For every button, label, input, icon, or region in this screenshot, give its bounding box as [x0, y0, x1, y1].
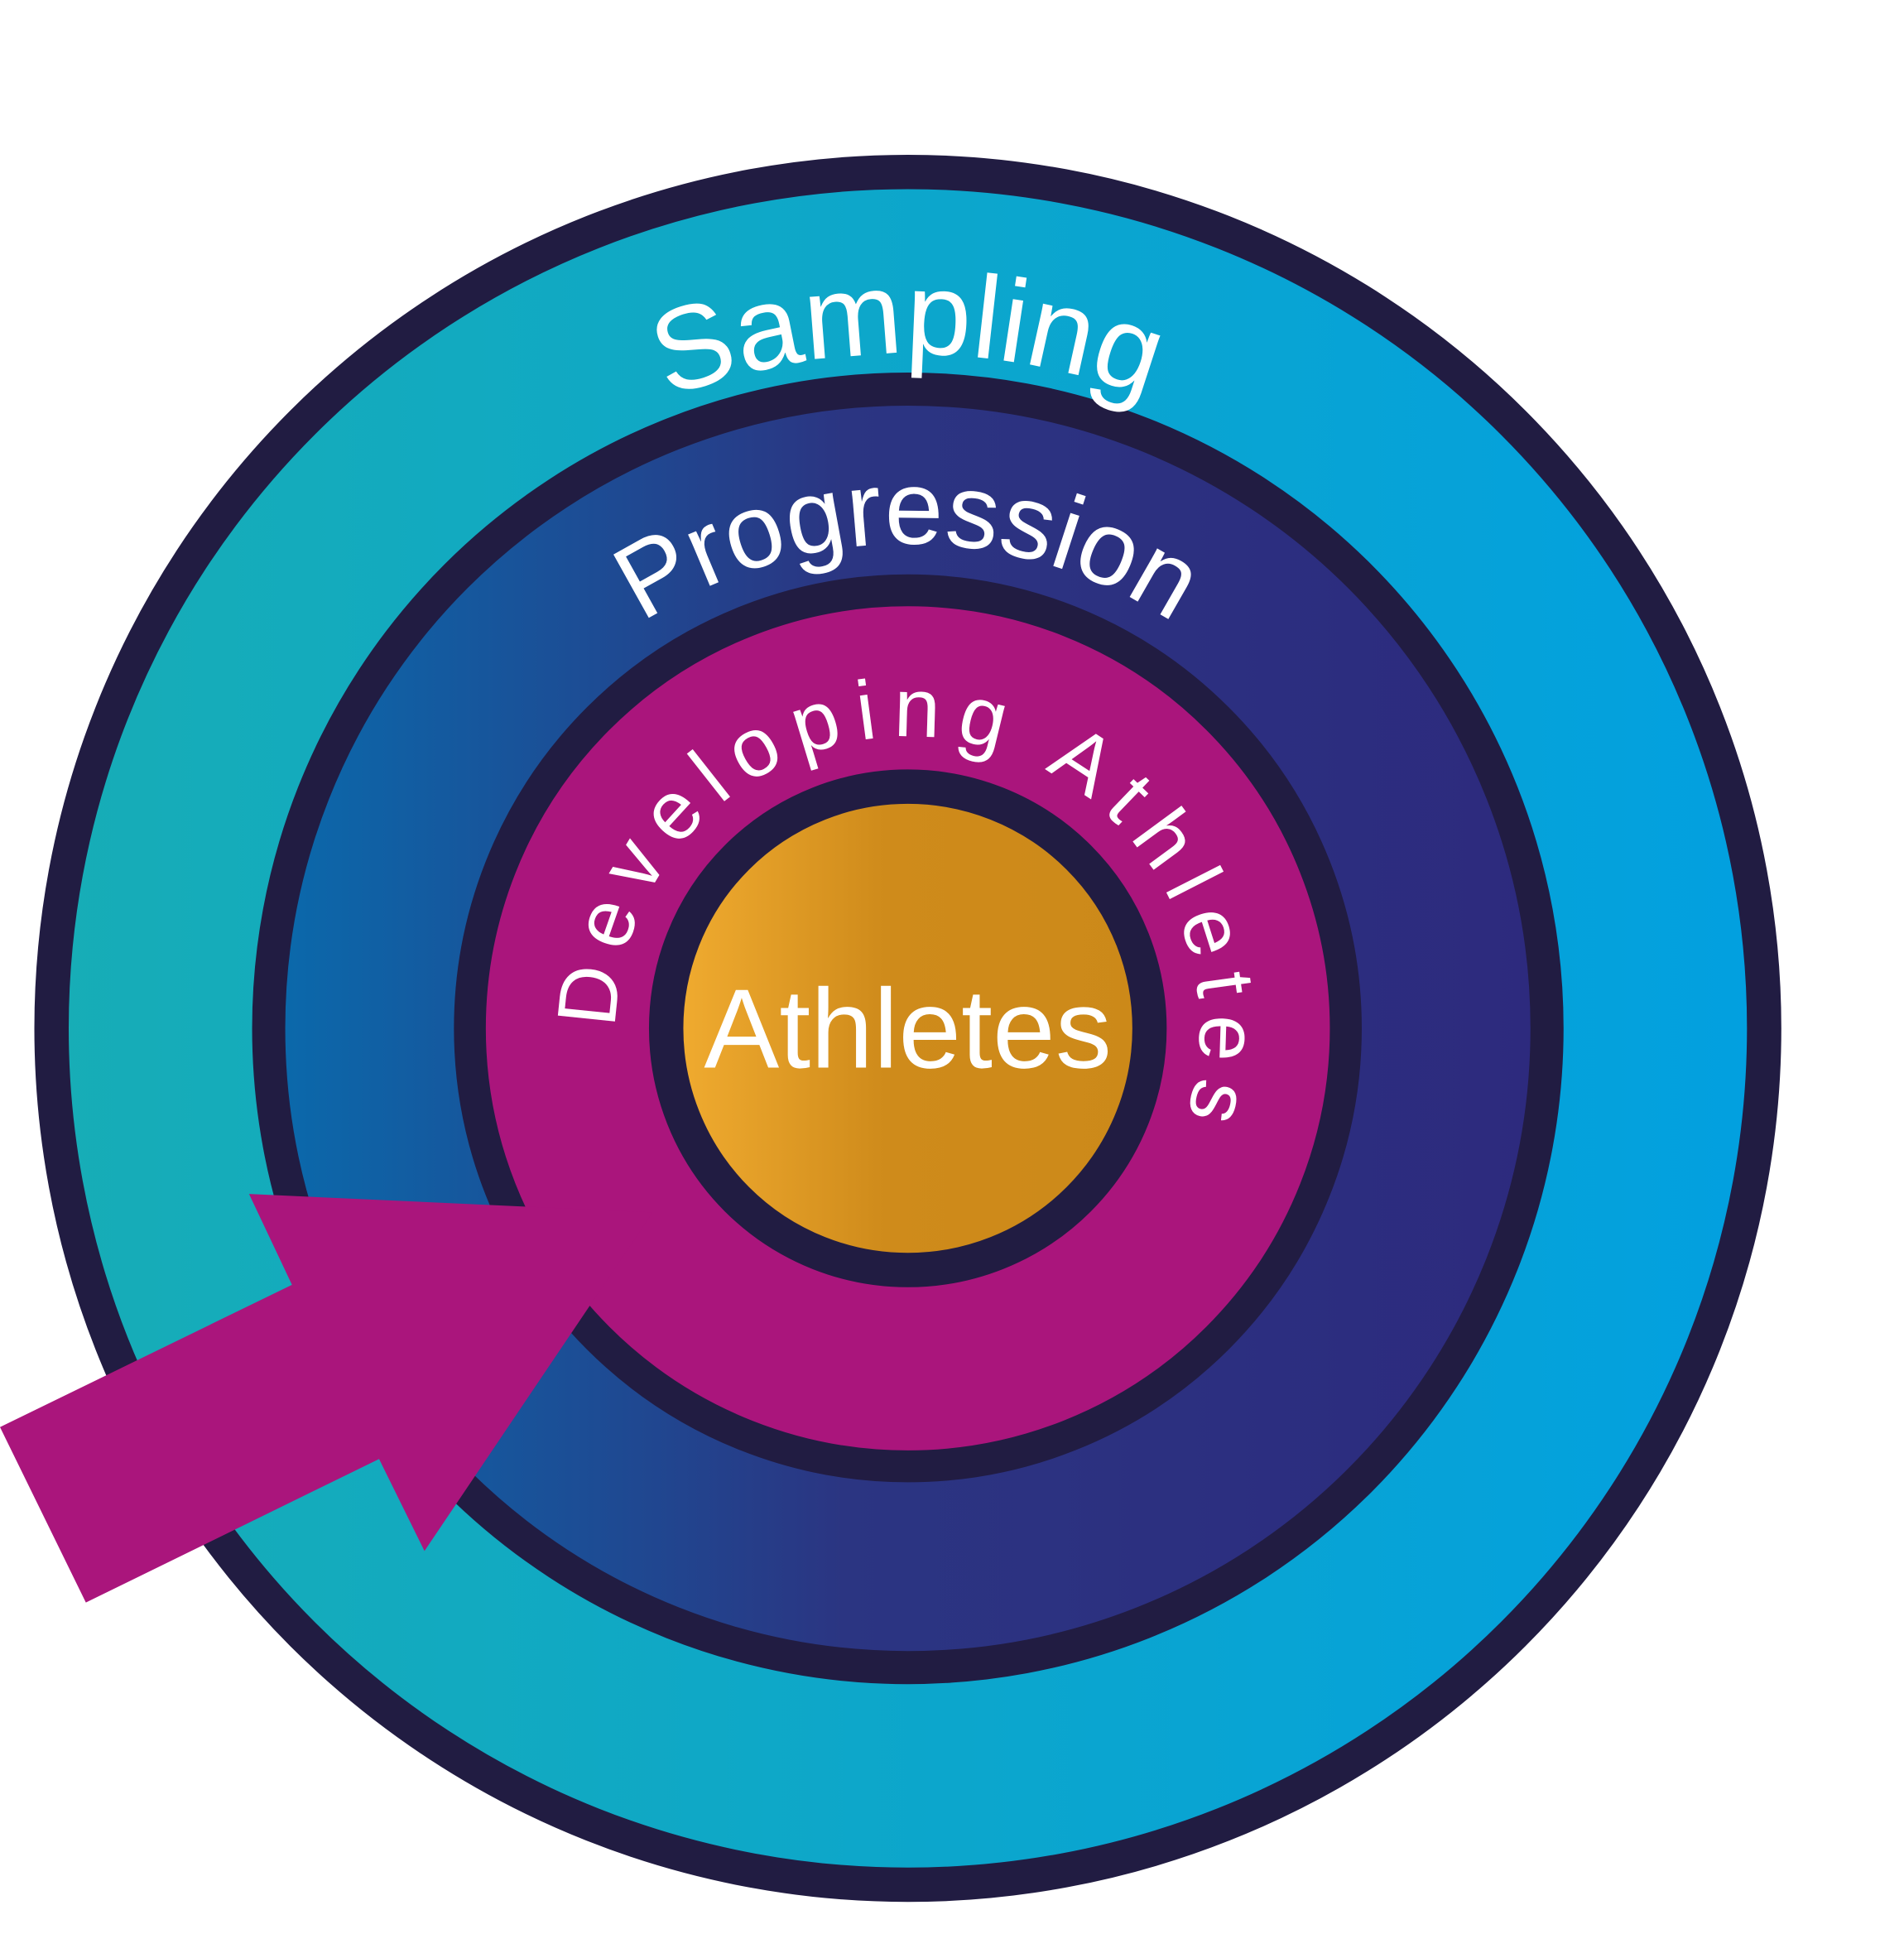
athletes-core: [648, 769, 1167, 1287]
entry-arrow: [0, 1194, 653, 1603]
athletes-label: Athletes: [704, 966, 1112, 1092]
